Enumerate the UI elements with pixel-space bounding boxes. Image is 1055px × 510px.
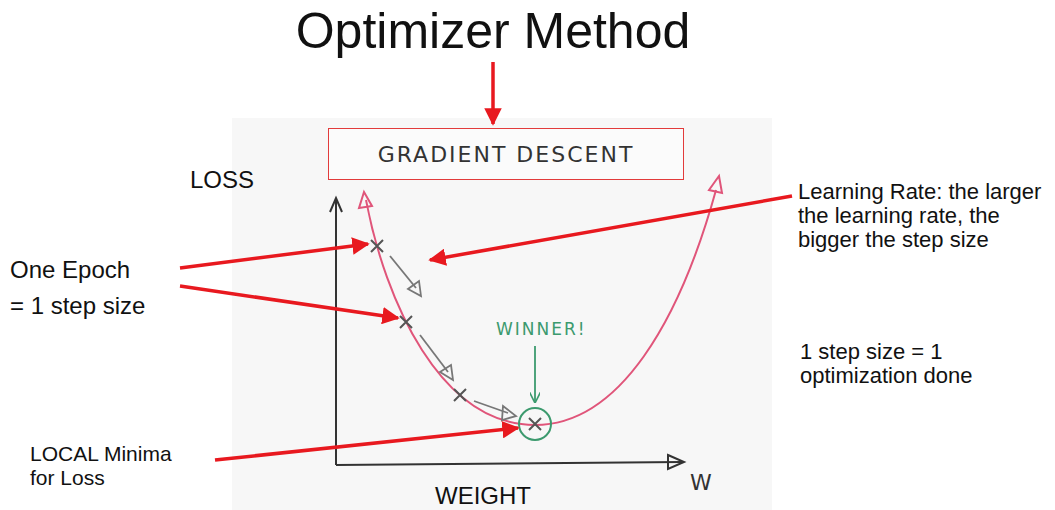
- callout-text: One Epoch: [10, 256, 130, 284]
- weight-axis: [336, 462, 682, 465]
- curve-arrowhead: [709, 176, 722, 193]
- method-box: GRADIENT DESCENT: [328, 128, 684, 180]
- axis-label: LOSS: [190, 166, 254, 194]
- callout-arrows: [180, 62, 792, 460]
- loss-curve: [366, 190, 716, 425]
- page-title: Optimizer Method: [243, 2, 743, 60]
- method-name: GRADIENT DESCENT: [378, 142, 635, 167]
- callout-text: = 1 step size: [10, 292, 145, 320]
- axis-arrowhead: [330, 198, 342, 212]
- axis-symbol: W: [690, 470, 712, 495]
- callout-text: LOCAL Minima for Loss: [30, 442, 198, 490]
- callout-text: Learning Rate: the larger the learning r…: [798, 180, 1050, 251]
- winner-label: WINNER!: [496, 320, 587, 340]
- curve-arrowhead: [359, 192, 372, 208]
- winner-arrow: [534, 346, 536, 402]
- axis-label: WEIGHT: [435, 482, 531, 510]
- callout-text: 1 step size = 1 optimization done: [800, 340, 1040, 388]
- loss-axis: [335, 200, 337, 465]
- winner-circle: [519, 408, 551, 440]
- axis-arrowhead: [668, 455, 684, 469]
